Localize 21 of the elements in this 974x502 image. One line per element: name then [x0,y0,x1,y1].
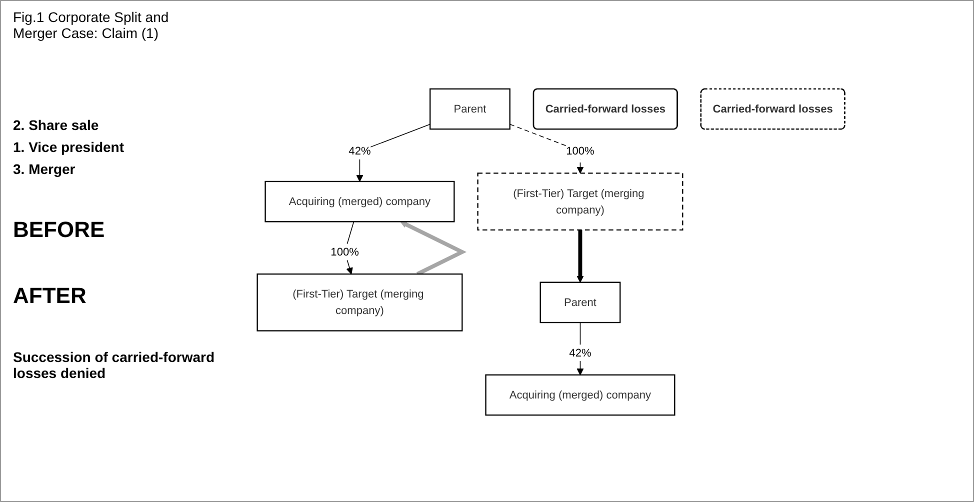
edge-label: 42% [348,144,371,158]
note-label: 2. Share sale [13,117,100,133]
phase-label: AFTER [13,283,88,309]
note-label: 1. Vice president [13,139,126,155]
node-box: Acquiring (merged) company [264,180,455,222]
figure-title: Fig.1 Corporate Split and Merger Case: Claim (1) [13,9,170,41]
note-label: Succession of carried-forward losses denied [13,349,216,381]
phase-label: BEFORE [13,217,106,243]
node-box: (First-Tier) Target (merging company) [256,273,463,332]
arrow [576,230,584,283]
node-box: Parent [540,282,621,324]
node-box: (First-Tier) Target (merging company) [477,172,684,231]
node-box: Acquiring (merged) company [485,374,676,416]
arrow [400,221,467,276]
edge-label: 100% [330,245,359,258]
edge-label: 42% [569,346,592,359]
arrow [356,124,430,182]
note-label: 3. Merger [13,161,76,177]
edge-label: 100% [566,144,594,158]
arrow [576,322,584,376]
node-box: Parent [430,88,510,130]
